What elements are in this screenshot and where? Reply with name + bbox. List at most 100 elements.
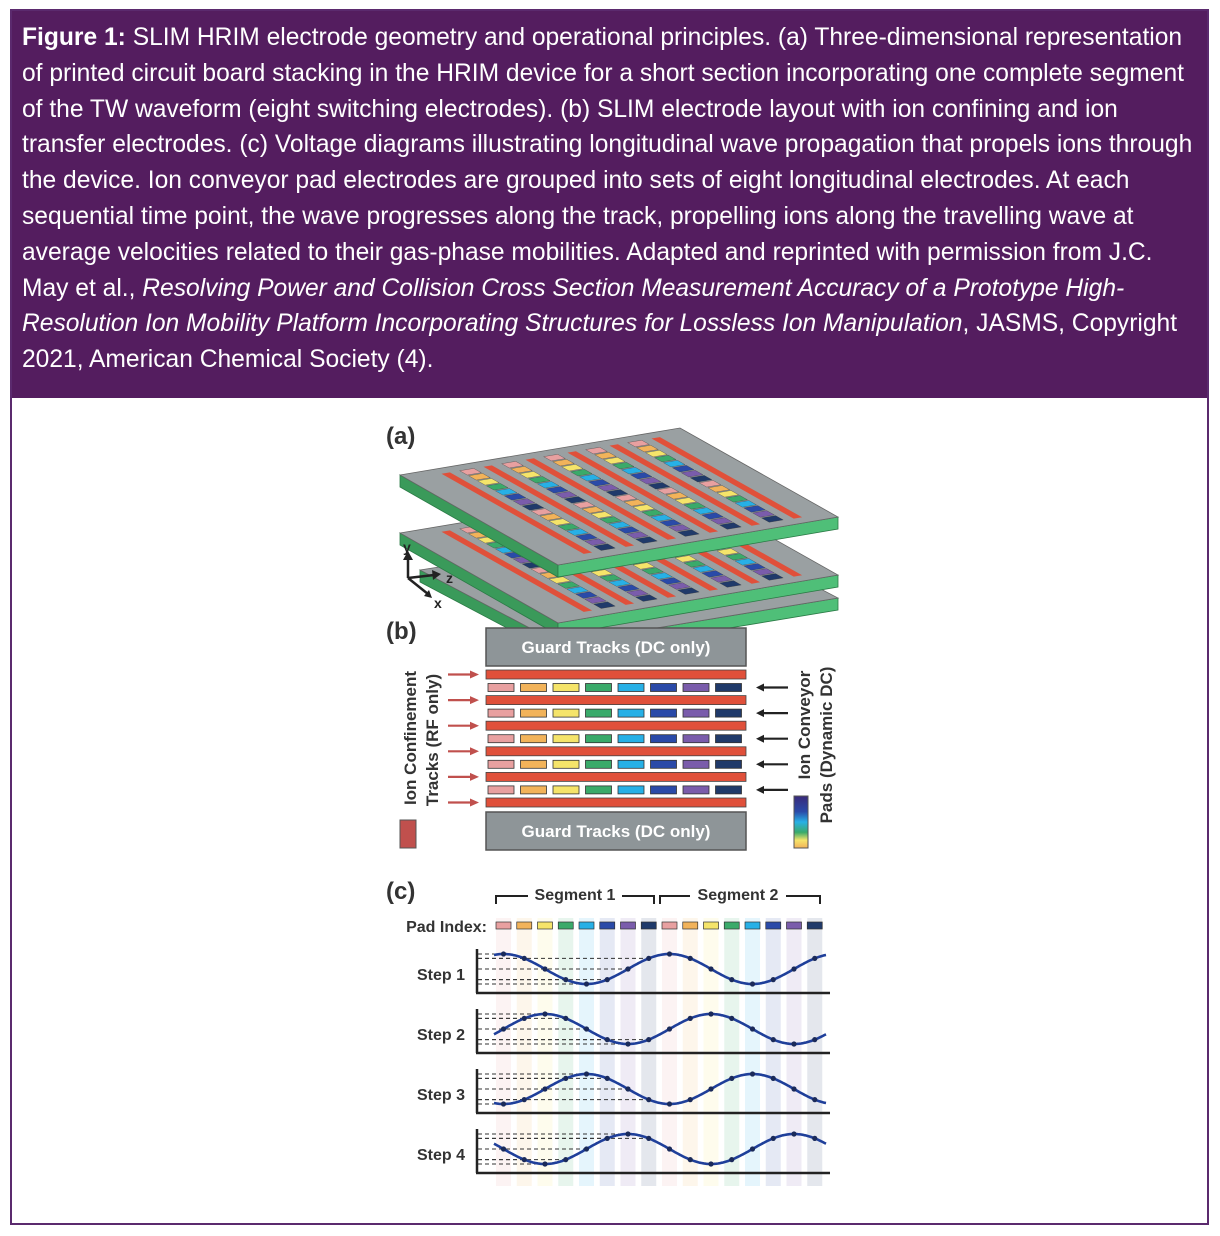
conveyor-pad-a — [617, 526, 640, 534]
conveyor-pad-a — [605, 489, 629, 497]
pad-voltage-point — [708, 1161, 714, 1167]
conveyor-pad — [682, 708, 710, 718]
conveyor-pad — [520, 734, 547, 744]
pad-voltage-point — [500, 1026, 507, 1032]
conveyor-pad — [617, 759, 645, 769]
conveyor-pad — [682, 683, 710, 692]
pad-voltage-point — [812, 1097, 818, 1103]
axis-x-label: x — [434, 595, 442, 611]
traveling-wave — [493, 1132, 827, 1166]
pad-voltage-point — [583, 1071, 590, 1077]
conveyor-pad — [650, 708, 677, 718]
conveyor-pad — [520, 759, 547, 769]
pad-voltage-point — [500, 951, 507, 957]
conveyor-pad-a — [575, 591, 598, 599]
figure-frame: Figure 1: SLIM HRIM electrode geometry a… — [10, 9, 1209, 1225]
conveyor-pad-a — [494, 488, 518, 496]
conveyor-pad — [715, 785, 742, 795]
axis-z-label: z — [446, 570, 453, 586]
conveyor-pad-a — [638, 477, 662, 485]
pad-index-swatch — [744, 921, 761, 930]
step-1-label: Step 1 — [417, 967, 465, 984]
pad-voltage-point — [521, 1157, 527, 1163]
pad-voltage-point — [646, 955, 652, 961]
pad-voltage-point — [812, 1135, 818, 1141]
conveyor-pad-a — [692, 507, 715, 515]
conveyor-pad — [487, 734, 515, 744]
pad-index-swatch — [578, 921, 595, 930]
conveyor-pad-a — [674, 555, 697, 563]
conveyor-pad-a — [603, 457, 626, 465]
panel-b-label: (b) — [386, 618, 417, 645]
pad-voltage-point — [542, 966, 548, 972]
conveyor-pad-a — [647, 482, 671, 490]
rf-arrow-head — [470, 670, 479, 679]
pad-index-swatch — [537, 921, 553, 930]
conveyor-pad-a — [752, 568, 775, 576]
conveyor-pad-a — [641, 509, 664, 517]
pad-voltage-point — [500, 1101, 507, 1107]
pad-voltage-point — [666, 1026, 673, 1032]
conveyor-pad-a — [519, 471, 542, 479]
rf-track-a — [525, 458, 677, 540]
conveyor-pad-a — [528, 476, 551, 484]
conveyor-pad-a — [557, 523, 580, 531]
conveyor-pad-a — [734, 500, 757, 508]
conveyor-arrow-head — [756, 709, 764, 718]
pad-voltage-point — [708, 1086, 714, 1092]
conveyor-pad-a — [539, 513, 563, 521]
conveyor-pad-a — [599, 574, 622, 582]
conveyor-pad-a — [599, 516, 622, 524]
conveyor-pad-a — [683, 560, 706, 568]
pad-voltage-point — [542, 1086, 548, 1092]
conveyor-pad — [585, 708, 612, 718]
conveyor-pad — [682, 734, 710, 744]
conveyor-pad — [650, 785, 677, 795]
rf-arrow-head — [470, 798, 479, 807]
pad-voltage-point — [521, 955, 527, 961]
right-label-line2: Pads (Dynamic DC) — [817, 667, 836, 824]
conveyor-pad-a — [629, 472, 653, 480]
pad-index-swatch — [661, 921, 678, 930]
conveyor-pad-a — [530, 508, 554, 516]
pad-index-swatch — [620, 921, 636, 930]
conveyor-pad-a — [543, 454, 566, 462]
conveyor-pad-a — [593, 601, 616, 609]
conveyor-pad-a — [584, 596, 607, 604]
figure-caption: Figure 1: SLIM HRIM electrode geometry a… — [12, 11, 1207, 398]
pad-index-swatch — [640, 921, 657, 930]
conveyor-pad-a — [725, 553, 748, 561]
conveyor-pad — [520, 683, 547, 692]
conveyor-arrow-head — [756, 785, 764, 794]
conveyor-pad-a — [632, 562, 655, 570]
conveyor-pad — [650, 683, 677, 692]
pad-voltage-point — [749, 981, 756, 987]
conveyor-pad — [617, 708, 645, 718]
pad-index-swatch — [723, 921, 740, 930]
conveyor-pad — [585, 785, 612, 795]
step-4-label: Step 4 — [417, 1147, 465, 1164]
conveyor-pad-a — [710, 517, 733, 525]
conveyor-pad-a — [566, 586, 589, 594]
pad-index-swatch — [516, 921, 533, 930]
conveyor-pad-a — [698, 480, 722, 488]
caption-citation: , JASMS, Copyright 2021, American Chemic… — [22, 310, 1178, 374]
conveyor-pad-a — [659, 577, 682, 585]
pad-voltage-point — [646, 1037, 652, 1043]
conveyor-pad — [682, 759, 710, 769]
conveyor-pad — [650, 734, 677, 744]
conveyor-pad-a — [623, 499, 647, 507]
pad-voltage-point — [729, 1015, 735, 1021]
guard-track-bottom-label: Guard Tracks (DC only) — [522, 822, 711, 841]
conveyor-pad-a — [563, 496, 587, 504]
conveyor-pad-a — [593, 543, 616, 551]
pad-voltage-point — [604, 1037, 610, 1043]
pad-voltage-point — [770, 1135, 776, 1141]
conveyor-pad-a — [585, 447, 608, 455]
conveyor-pad-a — [659, 519, 682, 527]
conveyor-pad-a — [510, 466, 533, 474]
pad-voltage-point — [770, 977, 776, 983]
conveyor-pad-a — [654, 455, 677, 463]
pad-index-swatch — [682, 921, 699, 930]
pad-voltage-point — [666, 951, 673, 957]
